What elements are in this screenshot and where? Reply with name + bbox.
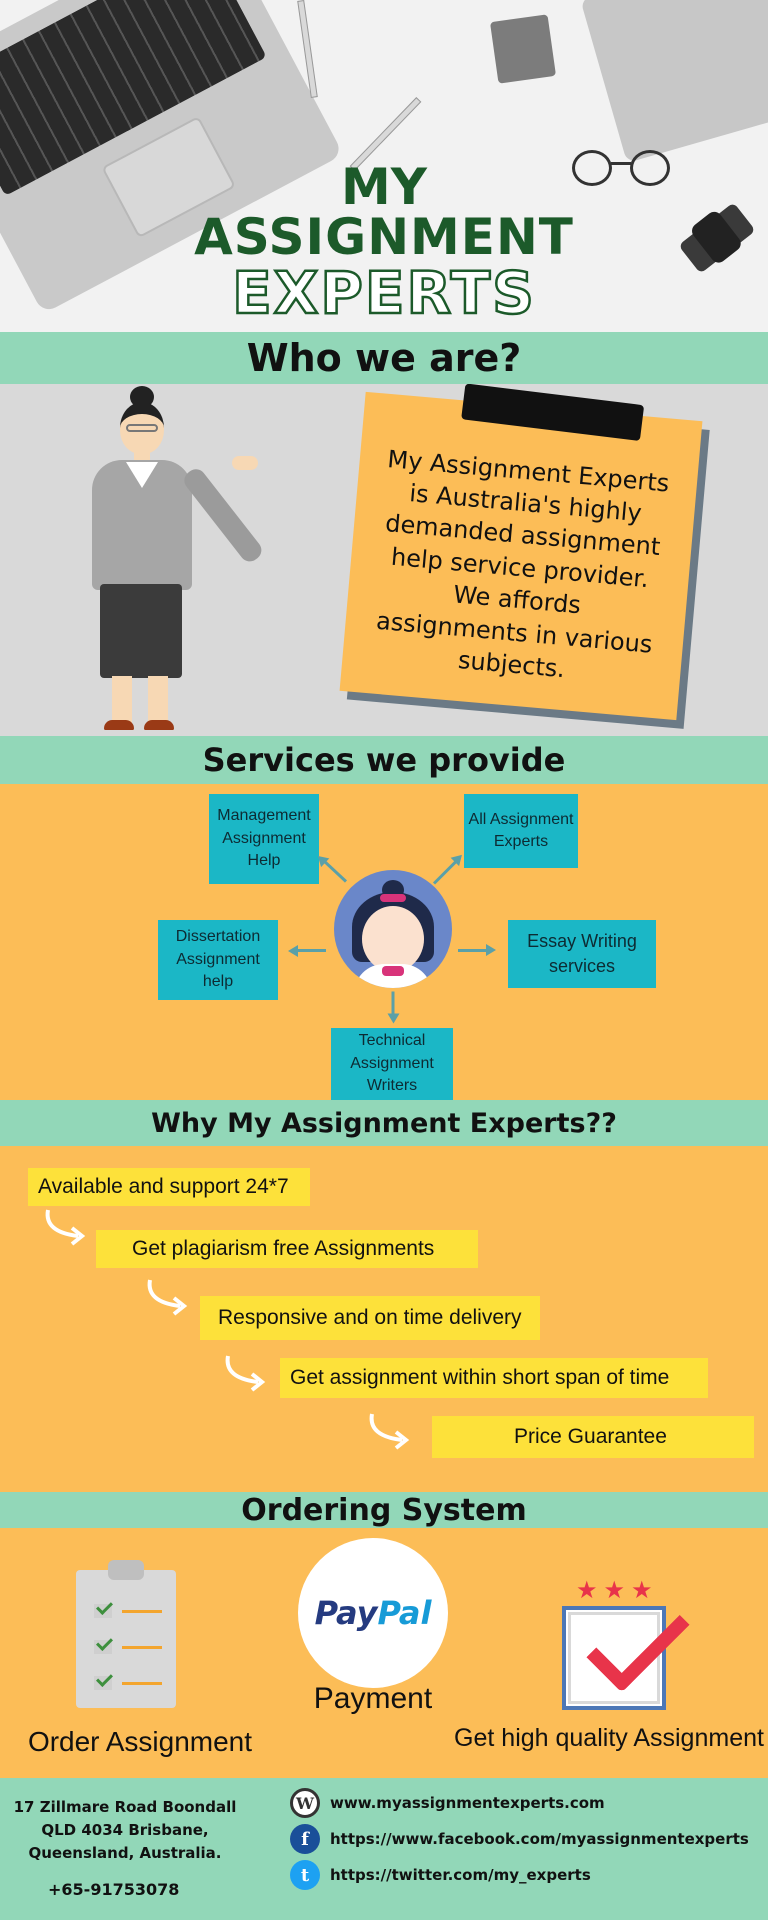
twitter-icon: t xyxy=(290,1860,320,1890)
service-all-assignment: All Assignment Experts xyxy=(464,794,578,868)
arrow-icon xyxy=(432,856,461,885)
logo-line-my: MY xyxy=(341,158,427,216)
arrow-icon xyxy=(320,857,348,883)
ordering-heading: Ordering System xyxy=(0,1492,768,1528)
star-rating-icon: ★★★ xyxy=(576,1577,659,1604)
address: 17 Zillmare Road Boondall QLD 4034 Brisb… xyxy=(13,1798,237,1862)
why-heading: Why My Assignment Experts?? xyxy=(0,1100,768,1146)
phone-number: +65-91753078 xyxy=(48,1880,180,1899)
quality-box-icon xyxy=(562,1606,666,1710)
website-url[interactable]: www.myassignmentexperts.com xyxy=(330,1794,605,1812)
who-description: My Assignment Experts is Australia's hig… xyxy=(375,444,671,684)
quality-assignment-label: Get high quality Assignment xyxy=(454,1724,764,1752)
why-point-4: Get assignment within short span of time xyxy=(280,1358,708,1398)
service-essay: Essay Writing services xyxy=(508,920,656,988)
wordpress-icon: W xyxy=(290,1788,320,1818)
facebook-url[interactable]: https://www.facebook.com/myassignmentexp… xyxy=(330,1830,749,1848)
businesswoman-illustration xyxy=(82,384,266,736)
arrow-icon xyxy=(391,991,395,1020)
why-section: Available and support 24*7 Get plagiaris… xyxy=(0,1146,768,1492)
curved-arrow-icon xyxy=(147,1279,188,1316)
logo-line-assignment: ASSIGNMENT xyxy=(194,208,574,266)
facebook-link[interactable]: f https://www.facebook.com/myassignmente… xyxy=(290,1824,749,1854)
woman-avatar-icon xyxy=(334,870,452,988)
who-heading: Who we are? xyxy=(0,332,768,384)
payment-label: Payment xyxy=(313,1682,433,1715)
services-heading: Services we provide xyxy=(0,736,768,784)
curved-arrow-icon xyxy=(369,1413,410,1450)
tape-strip xyxy=(461,384,645,442)
curved-arrow-icon xyxy=(45,1209,86,1246)
curved-arrow-icon xyxy=(225,1355,266,1392)
tablet-image xyxy=(580,0,768,163)
paypal-text-pay: Pay xyxy=(314,1594,378,1632)
service-technical: Technical Assignment Writers xyxy=(331,1028,453,1100)
pen-holder-image xyxy=(489,14,557,84)
order-assignment-label: Order Assignment xyxy=(27,1726,253,1757)
clipboard-icon xyxy=(76,1560,176,1708)
glasses-image xyxy=(568,150,678,190)
sticky-note: My Assignment Experts is Australia's hig… xyxy=(339,384,703,721)
facebook-icon: f xyxy=(290,1824,320,1854)
services-section: Management Assignment Help All Assignmen… xyxy=(0,784,768,1100)
service-dissertation: Dissertation Assignment help xyxy=(158,920,278,1000)
why-point-5: Price Guarantee xyxy=(432,1416,754,1458)
arrow-icon xyxy=(458,944,496,956)
footer: 17 Zillmare Road Boondall QLD 4034 Brisb… xyxy=(0,1778,768,1920)
who-section: My Assignment Experts is Australia's hig… xyxy=(0,384,768,736)
logo-line-experts: EXPERTS xyxy=(231,259,536,327)
twitter-link[interactable]: t https://twitter.com/my_experts xyxy=(290,1860,591,1890)
service-management: Management Assignment Help xyxy=(209,794,319,884)
why-point-1: Available and support 24*7 xyxy=(28,1168,310,1206)
twitter-url[interactable]: https://twitter.com/my_experts xyxy=(330,1866,591,1884)
hero-banner: MY ASSIGNMENT EXPERTS xyxy=(0,0,768,332)
website-link[interactable]: W www.myassignmentexperts.com xyxy=(290,1788,605,1818)
arrow-icon xyxy=(292,949,326,952)
why-point-3: Responsive and on time delivery xyxy=(200,1296,540,1340)
paypal-text-pal: Pal xyxy=(377,1594,432,1632)
why-point-2: Get plagiarism free Assignments xyxy=(96,1230,478,1268)
